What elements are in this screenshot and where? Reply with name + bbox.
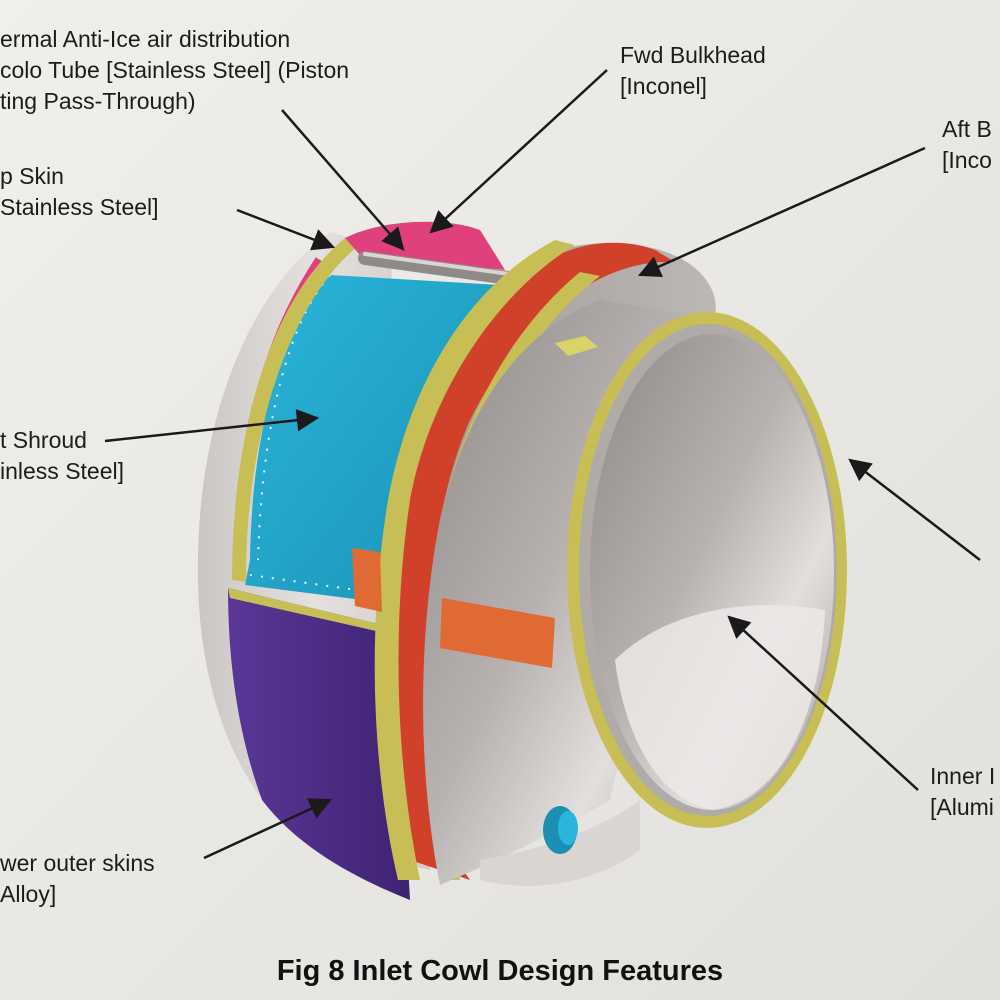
label-anti-ice-line-1: ermal Anti-Ice air distribution xyxy=(0,26,291,52)
barrel-opening xyxy=(567,312,847,828)
label-shroud-line-2: inless Steel] xyxy=(0,458,125,484)
label-shroud: t Shroud inless Steel] xyxy=(0,425,124,487)
label-anti-ice-distribution: ermal Anti-Ice air distribution colo Tub… xyxy=(0,24,349,117)
label-fwd-bulkhead-line-1: Fwd Bulkhead xyxy=(620,42,766,68)
label-lip-skin-line-2: Stainless Steel] xyxy=(0,194,159,220)
label-lip-skin-line-1: p Skin xyxy=(0,163,64,189)
cowl-outer-skin xyxy=(228,588,410,900)
label-aft-bulkhead: Aft B [Inco xyxy=(942,114,992,176)
leader-arrows xyxy=(104,69,981,860)
label-anti-ice-line-3: ting Pass-Through) xyxy=(0,88,196,114)
label-aft-bulkhead-line-1: Aft B xyxy=(942,116,992,142)
label-shroud-line-1: t Shroud xyxy=(0,427,87,453)
label-fwd-bulkhead-line-2: [Inconel] xyxy=(620,73,707,99)
label-inner-line-1: Inner I xyxy=(930,763,996,789)
label-outer-skins-line-1: wer outer skins xyxy=(0,850,155,876)
label-outer-skins-line-2: Alloy] xyxy=(0,881,57,907)
figure-caption: Fig 8 Inlet Cowl Design Features xyxy=(276,955,724,987)
label-anti-ice-line-2: colo Tube [Stainless Steel] (Piston xyxy=(0,57,350,83)
label-aft-bulkhead-line-2: [Inco xyxy=(942,147,992,173)
label-inner-barrel: Inner I [Alumi xyxy=(930,761,995,823)
label-inner-line-2: [Alumi xyxy=(930,794,994,820)
label-fwd-bulkhead: Fwd Bulkhead [Inconel] xyxy=(620,40,766,102)
label-outer-skins: wer outer skins Alloy] xyxy=(0,848,155,910)
label-lip-skin: p Skin Stainless Steel] xyxy=(0,161,159,223)
